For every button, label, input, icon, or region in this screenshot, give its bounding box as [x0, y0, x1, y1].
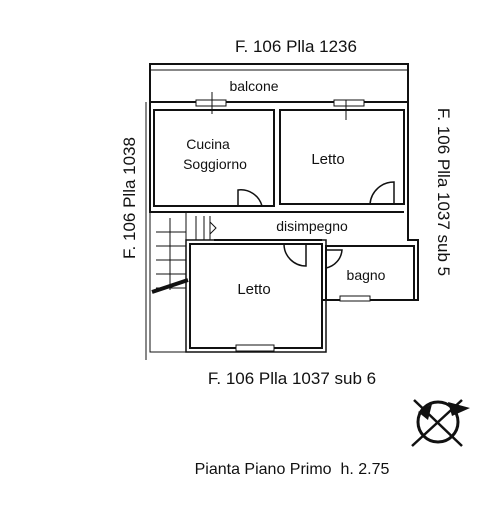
room-label-disimpegno: disimpegno: [276, 218, 348, 234]
letto-upper-outline: [279, 109, 405, 205]
room-label-soggiorno: Soggiorno: [183, 156, 247, 172]
doors: [237, 181, 395, 269]
parcel-label-east: F. 106 Plla 1037 sub 5: [434, 108, 453, 276]
room-label-cucina: Cucina: [186, 136, 230, 152]
parcel-label-west: F. 106 Plla 1038: [120, 137, 139, 259]
window-balcony-left: [195, 99, 227, 107]
tick-marks: [211, 92, 347, 120]
stair-slash: [151, 278, 189, 294]
door-letto-upper: [369, 181, 395, 205]
room-label-letto-upper: Letto: [311, 151, 344, 168]
cucina-room-outline: [153, 109, 275, 207]
room-label-balcone: balcone: [229, 78, 278, 94]
north-arrow-icon: [411, 399, 470, 447]
window-bagno: [339, 295, 371, 302]
windows: [195, 99, 371, 352]
door-cucina: [237, 189, 263, 207]
stairs: [151, 216, 217, 294]
window-letto-lower: [235, 344, 275, 352]
room-label-letto-lower: Letto: [237, 281, 270, 298]
parcel-label-south: F. 106 Plla 1037 sub 6: [208, 369, 376, 388]
plan-caption: Pianta Piano Primo h. 2.75: [195, 461, 390, 478]
window-balcony-right: [333, 99, 365, 107]
door-letto-lower: [283, 243, 307, 267]
parcel-label-north: F. 106 Plla 1236: [235, 37, 357, 56]
room-label-bagno: bagno: [347, 267, 386, 283]
door-bagno: [325, 249, 343, 269]
walls: [145, 63, 419, 360]
balcony-outline: [149, 63, 409, 103]
